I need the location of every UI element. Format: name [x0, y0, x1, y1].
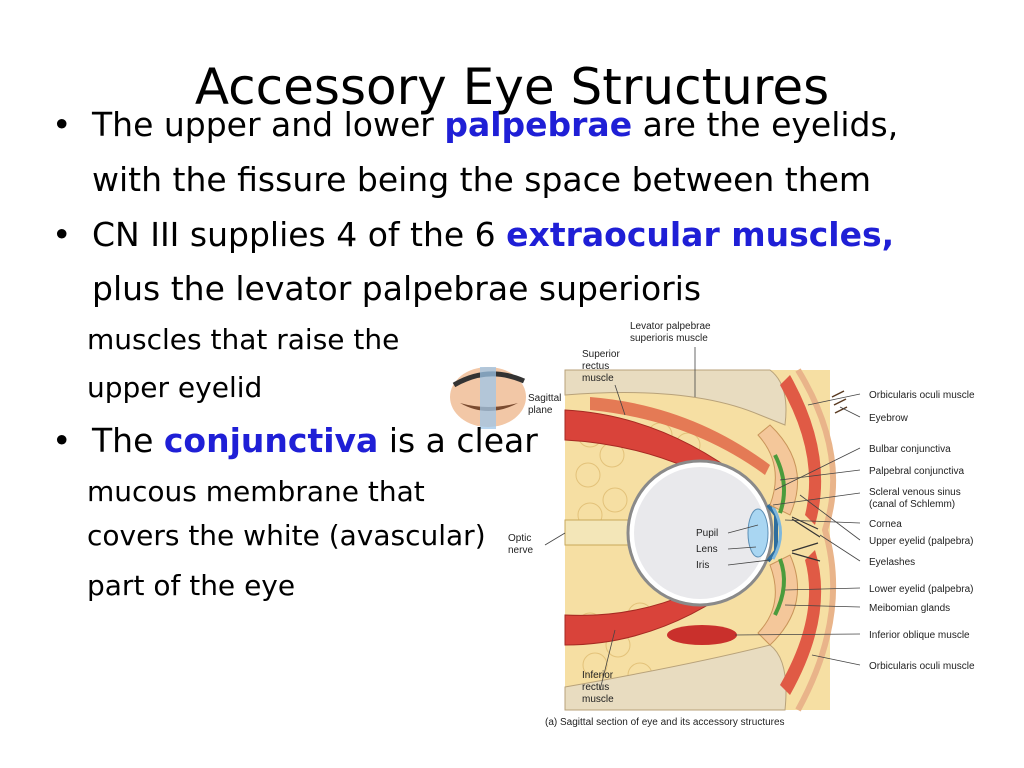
skin — [795, 368, 837, 712]
iris — [766, 503, 778, 563]
label-cornea: Cornea — [869, 519, 902, 530]
label-inferior-rectus: Inferior — [582, 670, 614, 681]
label-orbicularis-oculi: Orbicularis oculi muscle — [869, 661, 975, 672]
label-eyelashes: Eyelashes — [869, 557, 915, 568]
vitreous-body — [634, 467, 766, 599]
label-levator: superioris muscle — [630, 333, 708, 344]
label-leader-lines — [544, 347, 861, 691]
bullet-2-sub-line-1: muscles that raise the — [87, 323, 400, 356]
eye-diagram: Sagittal plane — [450, 321, 975, 728]
bullet-dot: • — [52, 215, 72, 254]
text-segment: is a clear — [378, 421, 538, 460]
label-eyebrow: Eyebrow — [869, 413, 909, 424]
term-palpebrae: palpebrae — [444, 105, 633, 144]
cornea — [771, 506, 782, 560]
label-superior-rectus: rectus — [582, 361, 609, 372]
slide-title: Accessory Eye Structures — [194, 58, 830, 116]
label-upper-eyelid: Upper eyelid (palpebra) — [869, 536, 974, 547]
inferior-oblique — [667, 625, 737, 645]
bullet-3-sub-line-1: mucous membrane that — [87, 475, 425, 508]
label-pupil: Pupil — [696, 528, 718, 539]
label-superior-rectus: muscle — [582, 373, 614, 384]
levator-palpebrae — [590, 397, 770, 475]
bullet-2-sub-line-2: upper eyelid — [87, 371, 263, 404]
label-inferior-rectus: muscle — [582, 694, 614, 705]
term-conjunctiva: conjunctiva — [163, 421, 379, 460]
inset-label: Sagittal — [528, 393, 561, 404]
text-segment: are the eyelids, — [632, 105, 899, 144]
lens — [747, 508, 769, 558]
bullet-dot: • — [52, 421, 72, 460]
bullet-3-line-1: The conjunctiva is a clear — [92, 424, 538, 457]
figure-caption: (a) Sagittal section of eye and its acce… — [545, 717, 785, 728]
bullet-1-line-2: with the fissure being the space between… — [92, 160, 872, 199]
sagittal-plane-inset: Sagittal plane — [450, 367, 561, 429]
label-superior-rectus: Superior — [582, 349, 620, 360]
inset-label: plane — [528, 405, 553, 416]
bullet-3-sub-line-3: part of the eye — [87, 569, 296, 602]
lower-eyelid — [757, 554, 799, 646]
bullet-3-sub-line-2: covers the white (avascular) — [87, 519, 486, 552]
label-optic-nerve: nerve — [508, 545, 533, 556]
label-orbicularis-oculi: Orbicularis oculi muscle — [869, 390, 975, 401]
bullet-1-line-1: The upper and lower palpebrae are the ey… — [92, 108, 898, 141]
label-lower-eyelid: Lower eyelid (palpebra) — [869, 584, 974, 595]
text-segment: The upper and lower — [92, 105, 445, 144]
orbit-section — [564, 368, 848, 712]
text-segment: CN III supplies 4 of the 6 — [92, 215, 507, 254]
label-optic-nerve: Optic — [508, 533, 531, 544]
text-segment: The — [92, 421, 164, 460]
upper-eyelid — [757, 424, 799, 516]
label-meibomian-glands: Meibomian glands — [869, 603, 950, 614]
term-extraocular-muscles: extraocular muscles, — [506, 215, 895, 254]
tarsal-plate-lower — [773, 558, 786, 616]
orbicularis-oculi-upper — [780, 375, 822, 525]
eye-sagittal-section-figure: Sagittal plane — [440, 315, 1024, 735]
label-levator: Levator palpebrae — [630, 321, 711, 332]
eyebrow-hairs — [831, 390, 848, 414]
label-palpebral-conjunctiva: Palpebral conjunctiva — [869, 466, 964, 477]
label-lens: Lens — [696, 544, 718, 555]
label-scleral-venous-sinus: Scleral venous sinus — [869, 487, 961, 498]
bullet-dot: • — [52, 105, 72, 144]
eyelashes — [791, 516, 821, 562]
label-inferior-oblique: Inferior oblique muscle — [869, 630, 970, 641]
orbicularis-oculi-lower — [780, 550, 822, 695]
label-scleral-venous-sinus: (canal of Schlemm) — [869, 499, 955, 510]
label-iris: Iris — [696, 560, 709, 571]
label-bulbar-conjunctiva: Bulbar conjunctiva — [869, 444, 951, 455]
sagittal-plane-mark — [480, 367, 496, 429]
bullet-2-line-2: plus the levator palpebrae superioris — [92, 269, 702, 308]
tarsal-plate-upper — [773, 454, 786, 514]
label-inferior-rectus: rectus — [582, 682, 609, 693]
bullet-2-line-1: CN III supplies 4 of the 6 extraocular m… — [92, 218, 894, 251]
